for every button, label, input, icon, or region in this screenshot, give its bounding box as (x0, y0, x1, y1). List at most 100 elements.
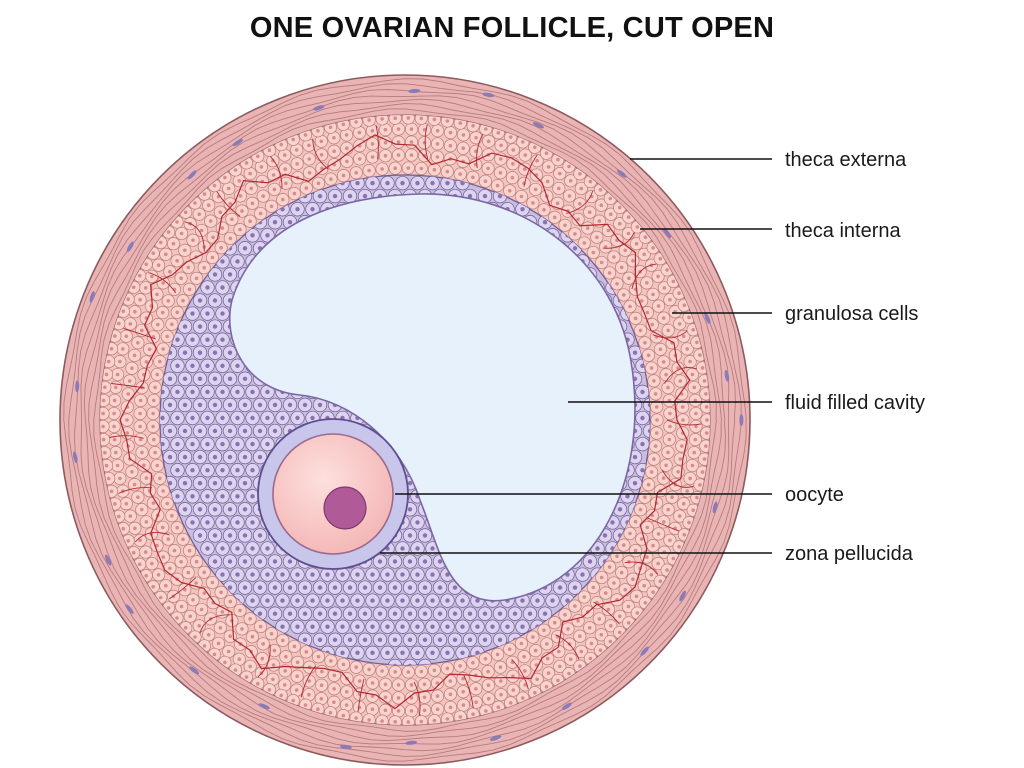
theca-interna-cell-nucleus (623, 587, 627, 592)
granulosa-cell-nucleus (490, 624, 495, 629)
granulosa-cell-nucleus (227, 454, 233, 460)
blood-vessels (109, 124, 702, 716)
theca-interna-cell-nucleus (607, 271, 612, 275)
theca-interna-cell-nucleus (533, 187, 538, 192)
theca-interna-cell-nucleus (150, 274, 154, 279)
granulosa-cell-nucleus (430, 624, 435, 629)
theca-interna-cell-nucleus (642, 583, 646, 588)
theca-interna-cell-nucleus (631, 259, 635, 263)
theca-interna-cell-nucleus (619, 570, 624, 575)
granulosa-cell-nucleus (610, 520, 615, 525)
theca-interna-cell-nucleus (380, 719, 384, 723)
granulosa-cell-nucleus (235, 259, 240, 264)
theca-interna-cell-nucleus (219, 590, 223, 595)
theca-interna-cell-nucleus (639, 299, 644, 303)
theca-interna-cell-nucleus (230, 217, 234, 222)
theca-interna-cell-nucleus (118, 476, 122, 481)
granulosa-cell-nucleus (407, 585, 413, 590)
fiber-nucleus (679, 590, 686, 602)
granulosa-cell-nucleus (280, 598, 285, 603)
granulosa-cell-nucleus (467, 611, 473, 616)
granulosa-cell-nucleus (205, 337, 210, 342)
theca-interna-cell-nucleus (661, 360, 666, 364)
theca-interna-cell-nucleus (188, 614, 192, 619)
theca-interna-cell-nucleus (615, 282, 619, 286)
granulosa-cell-nucleus (250, 494, 255, 499)
granulosa-cell-nucleus (250, 233, 255, 238)
theca-interna-cell-nucleus (545, 656, 550, 661)
granulosa-cell-nucleus (242, 454, 248, 460)
theca-interna-cell-nucleus (199, 228, 204, 233)
theca-interna-cell-nucleus (370, 129, 375, 133)
granulosa-cell-nucleus (182, 350, 188, 355)
granulosa-cell-nucleus (205, 441, 210, 447)
granulosa-cell-nucleus (265, 415, 270, 421)
theca-interna-cell-nucleus (127, 379, 132, 383)
blood-vessel-branch (148, 272, 177, 294)
theca-interna-cell-nucleus (367, 667, 371, 672)
granulosa-cell-nucleus (212, 350, 218, 355)
granulosa-cell-nucleus (310, 624, 315, 629)
theca-interna-cell-nucleus (595, 235, 599, 240)
granulosa-cell-nucleus (407, 637, 413, 642)
theca-interna-cell-nucleus (484, 709, 488, 713)
theca-interna-cell-nucleus (175, 616, 179, 620)
theca-interna-cell-nucleus (626, 621, 631, 625)
granulosa-cell-nucleus (437, 611, 443, 616)
granulosa-cell-nucleus (197, 428, 203, 434)
granulosa-cell-nucleus (212, 324, 218, 329)
granulosa-cell-nucleus (220, 520, 225, 525)
theca-interna-cell-nucleus (283, 167, 288, 171)
granulosa-cell-nucleus (460, 650, 465, 655)
theca-interna-cell-nucleus (635, 611, 640, 615)
theca-interna-cell-nucleus (206, 633, 211, 637)
theca-interna-cell-nucleus (341, 662, 346, 667)
granulosa-cell-nucleus (377, 585, 383, 590)
granulosa-cell-nucleus (415, 180, 420, 186)
theca-interna-cell-nucleus (191, 238, 195, 242)
granulosa-cell-nucleus (205, 311, 210, 316)
theca-interna-cell-nucleus (393, 720, 398, 724)
theca-interna-cell-nucleus (568, 179, 573, 183)
theca-interna-cell-nucleus (650, 322, 654, 327)
theca-interna-cell-nucleus (367, 168, 371, 173)
theca-interna-cell-nucleus (396, 696, 401, 700)
granulosa-cell-nucleus (580, 572, 585, 577)
theca-interna-cell-nucleus (591, 585, 596, 590)
granulosa-cell-nucleus (362, 611, 368, 616)
theca-interna-cell-nucleus (409, 696, 414, 700)
granulosa-cell-nucleus (407, 533, 413, 538)
granulosa-cell-nucleus (640, 468, 645, 473)
theca-interna-cell-nucleus (292, 191, 297, 196)
granulosa-cell-nucleus (182, 481, 188, 486)
theca-interna-cell-nucleus (406, 720, 411, 724)
theca-interna-cell-nucleus (678, 379, 683, 383)
granulosa-cell-nucleus (295, 624, 300, 629)
fiber-nucleus (75, 380, 80, 393)
theca-interna-cell-nucleus (531, 635, 535, 639)
theca-interna-cell-nucleus (158, 359, 162, 364)
granulosa-cell-nucleus (175, 389, 180, 395)
granulosa-cell-nucleus (415, 624, 420, 629)
theca-interna-cell-nucleus (705, 418, 709, 422)
granulosa-cell-nucleus (280, 415, 285, 421)
granulosa-cell-nucleus (175, 441, 180, 447)
granulosa-cell-nucleus (407, 481, 413, 486)
theca-interna-cell-nucleus (563, 612, 567, 617)
theca-interna-cell-nucleus (700, 366, 705, 370)
theca-interna-cell-nucleus (445, 666, 450, 671)
granulosa-cell-nucleus (167, 402, 173, 408)
theca-interna-cell-nucleus (132, 482, 137, 487)
theca-interna-cell-nucleus (635, 225, 640, 229)
granulosa-cell-nucleus (220, 441, 225, 447)
theca-interna-cell-nucleus (332, 136, 336, 140)
theca-interna-cell-nucleus (649, 470, 654, 474)
theca-interna-cell-nucleus (552, 620, 557, 625)
blood-vessel-branch (511, 658, 529, 690)
theca-interna-cell-nucleus (521, 696, 525, 700)
theca-interna-cell-nucleus (633, 316, 638, 321)
granulosa-cell-nucleus (482, 637, 488, 642)
granulosa-cell-nucleus (460, 598, 465, 603)
granulosa-cell-nucleus (550, 598, 555, 603)
theca-interna-cell-nucleus (557, 649, 561, 654)
